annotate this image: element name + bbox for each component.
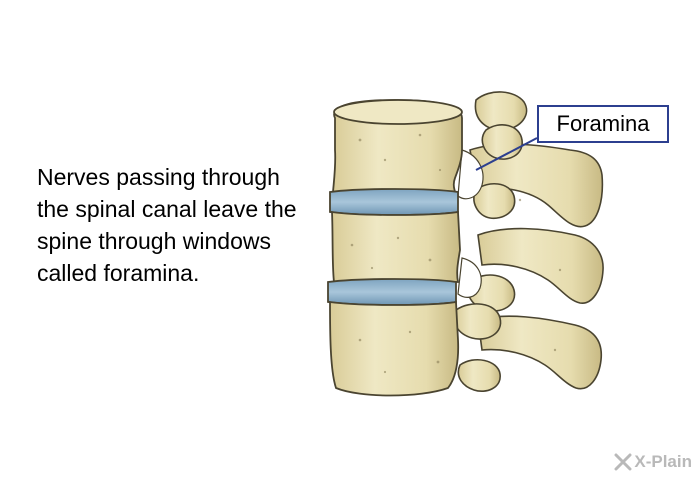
facet-knob-3 <box>473 183 516 220</box>
facet-knob-2 <box>481 124 523 160</box>
posterior-processes <box>453 91 604 392</box>
foramina-callout: Foramina <box>537 105 669 143</box>
foramen-upper <box>457 149 484 200</box>
spinous-process-bottom <box>477 315 603 390</box>
foramina-label: Foramina <box>556 111 650 136</box>
callout-leader-line <box>475 137 538 171</box>
brand-logo: X-Plain <box>614 452 692 472</box>
spinous-process-top <box>469 143 604 228</box>
facet-knob-6 <box>457 358 501 392</box>
vertebra-bottom <box>329 300 460 397</box>
foramen-lower <box>457 257 482 298</box>
foramen-openings <box>457 149 484 298</box>
facet-knob-1 <box>474 91 528 131</box>
xplain-logo-icon <box>614 453 632 471</box>
disc-upper <box>329 188 459 216</box>
brand-name: X-Plain <box>634 452 692 471</box>
vertebra-middle <box>331 210 461 283</box>
vertebra-top-endplate <box>333 99 463 125</box>
caption-text: Nerves passing through the spinal canal … <box>37 164 297 286</box>
facet-knob-5 <box>453 303 502 340</box>
disc-lower <box>327 278 457 306</box>
spinous-process-middle <box>477 227 604 304</box>
vertebral-bodies <box>327 99 463 397</box>
bone-texture <box>350 133 562 374</box>
